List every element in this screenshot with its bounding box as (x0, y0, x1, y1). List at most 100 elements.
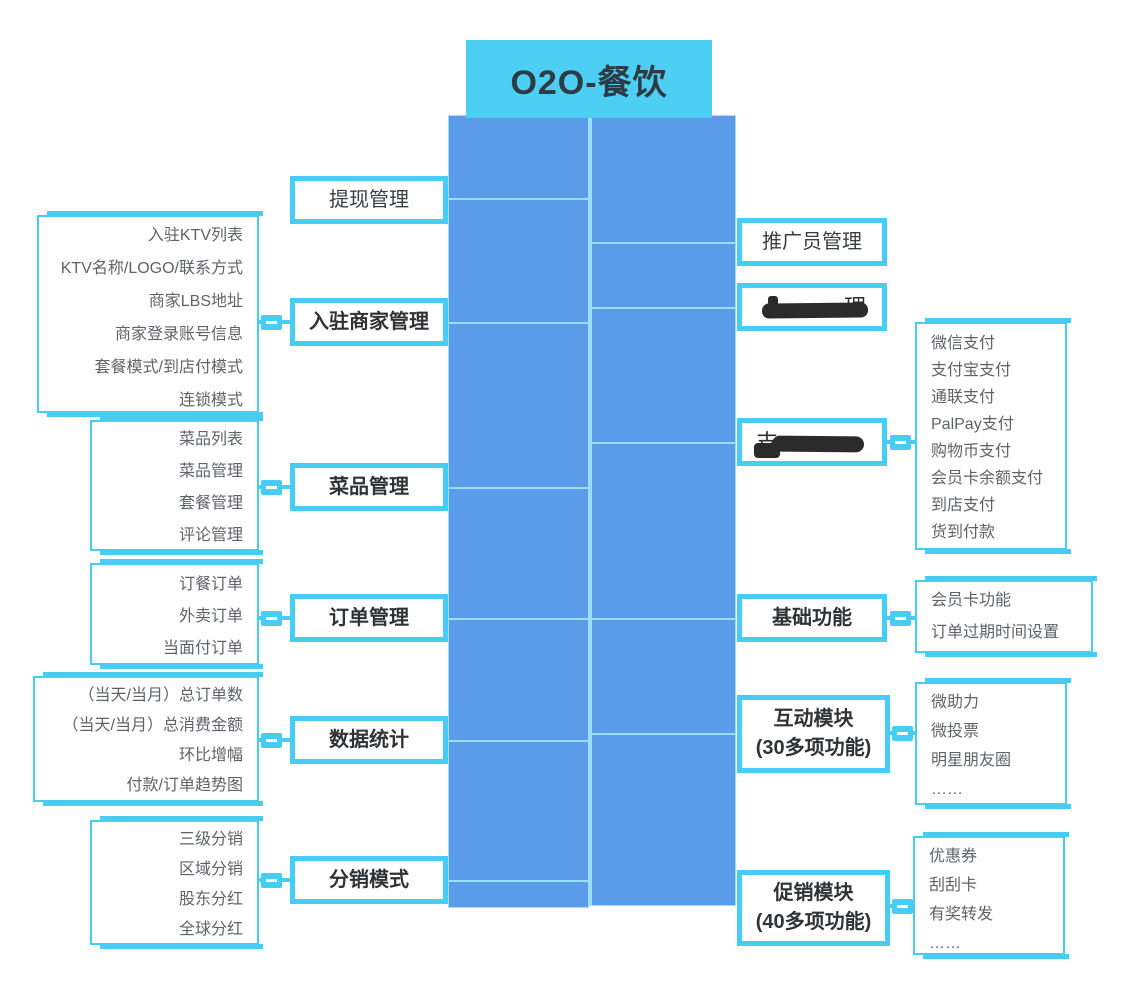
node-sublabel: (40多项功能) (755, 911, 872, 933)
detail-item[interactable]: 微投票 (931, 723, 980, 740)
detail-item[interactable]: 股东分红 (178, 891, 243, 908)
column-divider (591, 307, 736, 309)
panel-payment-details: 微信支付 支付宝支付 通联支付 PalPay支付 购物币支付 会员卡余额支付 到… (915, 318, 1071, 554)
detail-item[interactable]: 到店支付 (931, 497, 996, 514)
column-divider (448, 740, 589, 742)
node-label: 订单管理 (329, 606, 409, 629)
node-merchant-management[interactable]: 入驻商家管理 (290, 298, 448, 346)
node-label: 提现管理 (329, 188, 409, 211)
column-divider (448, 618, 589, 620)
collapse-toggle[interactable] (261, 611, 282, 626)
detail-item[interactable]: 区域分销 (178, 861, 243, 878)
collapse-toggle[interactable] (261, 480, 282, 495)
detail-item[interactable]: 订单过期时间设置 (931, 624, 1060, 641)
redaction-scribble (754, 443, 780, 458)
detail-item[interactable]: 明星朋友圈 (931, 752, 1012, 769)
column-divider (591, 733, 736, 735)
detail-item[interactable]: 菜品管理 (178, 463, 243, 480)
redaction-scribble (768, 296, 778, 308)
node-label: 促销模块 (773, 882, 854, 904)
panel-promotion-details: 优惠券 刮刮卡 有奖转发 …… (913, 832, 1069, 959)
detail-item[interactable]: （当天/当月）总消费金额 (62, 717, 243, 734)
node-promoter-management[interactable]: 推广员管理 (737, 218, 887, 266)
detail-item[interactable]: …… (931, 781, 963, 798)
collapse-toggle[interactable] (261, 873, 282, 888)
detail-item[interactable]: （当天/当月）总订单数 (78, 687, 243, 704)
detail-item[interactable]: 商家LBS地址 (148, 293, 243, 310)
detail-item[interactable]: 环比增幅 (178, 747, 243, 764)
node-distribution-mode[interactable]: 分销模式 (290, 856, 448, 904)
hidden-branch-column-left[interactable] (448, 115, 589, 908)
node-label: 互动模块 (773, 708, 854, 730)
node-payment-redacted[interactable]: 支 (737, 418, 887, 466)
node-data-statistics[interactable]: 数据统计 (290, 716, 448, 764)
root-title-label: O2O-餐饮 (510, 63, 668, 102)
panel-distribution-details: 三级分销 区域分销 股东分红 全球分红 (90, 816, 263, 949)
detail-item[interactable]: 全球分红 (178, 921, 243, 938)
column-divider (448, 487, 589, 489)
detail-item[interactable]: PalPay支付 (931, 416, 1014, 433)
panel-basic-details: 会员卡功能 订单过期时间设置 (915, 576, 1097, 657)
detail-item[interactable]: 会员卡功能 (931, 592, 1012, 609)
node-promotion-module[interactable]: 促销模块 (40多项功能) (737, 870, 890, 946)
node-redacted-management[interactable]: 理 (737, 283, 887, 331)
column-divider (448, 880, 589, 882)
column-divider (591, 442, 736, 444)
node-label: 基础功能 (772, 606, 852, 629)
detail-item[interactable]: 货到付款 (931, 524, 996, 541)
node-label: 入驻商家管理 (309, 310, 429, 333)
collapse-toggle[interactable] (890, 435, 911, 450)
column-divider-vertical (589, 115, 591, 906)
node-withdrawal-management[interactable]: 提现管理 (290, 176, 448, 224)
detail-item[interactable]: 三级分销 (178, 831, 243, 848)
node-interaction-module[interactable]: 互动模块 (30多项功能) (737, 695, 890, 773)
panel-order-details: 订餐订单 外卖订单 当面付订单 (90, 559, 263, 669)
collapse-toggle[interactable] (890, 611, 911, 626)
detail-item[interactable]: 付款/订单趋势图 (126, 777, 243, 794)
collapse-toggle[interactable] (261, 733, 282, 748)
node-label: 数据统计 (329, 728, 409, 751)
node-sublabel: (30多项功能) (755, 737, 872, 759)
column-divider (448, 322, 589, 324)
detail-item[interactable]: 有奖转发 (929, 906, 994, 923)
detail-item[interactable]: 菜品列表 (178, 431, 243, 448)
detail-item[interactable]: 会员卡余额支付 (931, 470, 1044, 487)
detail-item[interactable]: …… (929, 935, 961, 952)
column-divider (591, 618, 736, 620)
node-label: 推广员管理 (762, 230, 862, 253)
node-order-management[interactable]: 订单管理 (290, 594, 448, 642)
collapse-toggle[interactable] (892, 726, 913, 741)
detail-item[interactable]: 订餐订单 (178, 576, 243, 593)
detail-item[interactable]: KTV名称/LOGO/联系方式 (60, 260, 243, 277)
column-divider (591, 242, 736, 244)
node-dish-management[interactable]: 菜品管理 (290, 463, 448, 511)
column-divider (448, 198, 589, 200)
detail-item[interactable]: 通联支付 (931, 389, 996, 406)
detail-item[interactable]: 连锁模式 (178, 392, 243, 409)
panel-statistics-details: （当天/当月）总订单数 （当天/当月）总消费金额 环比增幅 付款/订单趋势图 (33, 672, 263, 806)
detail-item[interactable]: 微信支付 (931, 335, 996, 352)
detail-item[interactable]: 购物币支付 (931, 443, 1012, 460)
detail-item[interactable]: 优惠券 (929, 848, 978, 865)
detail-item[interactable]: 套餐模式/到店付模式 (94, 359, 243, 376)
hidden-branch-column-right[interactable] (591, 115, 736, 906)
detail-item[interactable]: 外卖订单 (178, 608, 243, 625)
collapse-toggle[interactable] (261, 315, 282, 330)
collapse-toggle[interactable] (892, 899, 913, 914)
detail-item[interactable]: 刮刮卡 (929, 877, 978, 894)
root-node-title[interactable]: O2O-餐饮 (466, 40, 712, 118)
detail-item[interactable]: 微助力 (931, 694, 980, 711)
detail-item[interactable]: 评论管理 (178, 527, 243, 544)
detail-item[interactable]: 商家登录账号信息 (114, 326, 243, 343)
detail-item[interactable]: 当面付订单 (162, 640, 243, 657)
redaction-scribble (771, 435, 865, 453)
detail-item[interactable]: 支付宝支付 (931, 362, 1012, 379)
detail-item[interactable]: 套餐管理 (178, 495, 243, 512)
node-label: 分销模式 (329, 868, 409, 891)
panel-merchant-details: 入驻KTV列表 KTV名称/LOGO/联系方式 商家LBS地址 商家登录账号信息… (37, 211, 263, 417)
panel-interaction-details: 微助力 微投票 明星朋友圈 …… (915, 678, 1071, 809)
node-label: 菜品管理 (329, 475, 409, 498)
detail-item[interactable]: 入驻KTV列表 (147, 227, 243, 244)
node-basic-functions[interactable]: 基础功能 (737, 594, 887, 642)
